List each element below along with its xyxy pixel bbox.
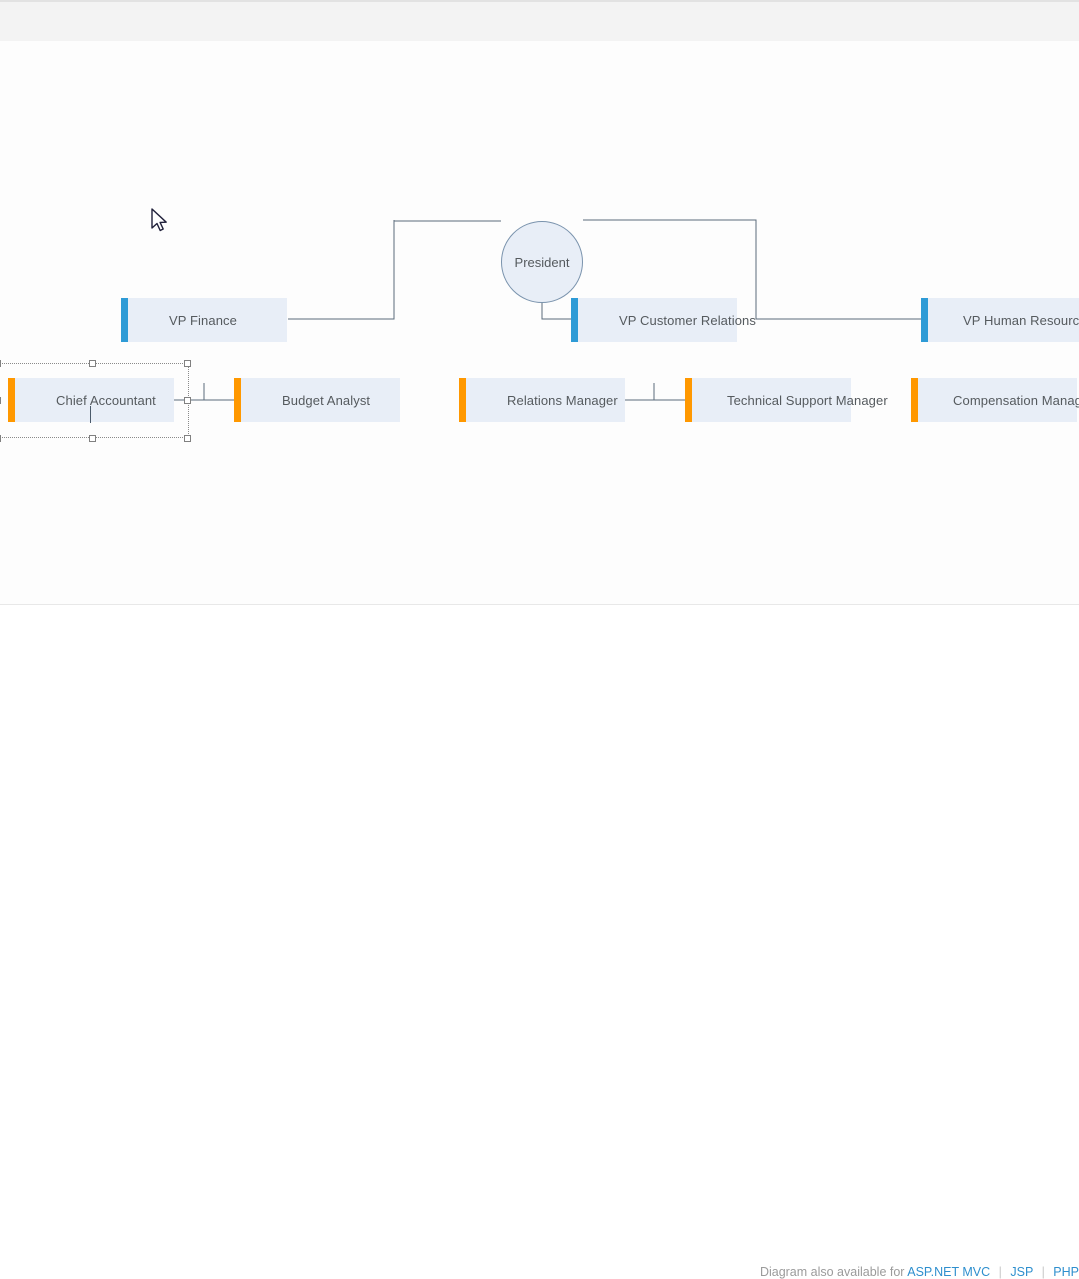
node-label: Relations Manager — [507, 392, 618, 408]
footer-area: Diagram also available for ASP.NET MVC |… — [0, 605, 1079, 1279]
footer-separator: | — [998, 1265, 1002, 1279]
footer-separator: | — [1041, 1265, 1045, 1279]
resize-handle-middle-right[interactable] — [184, 397, 191, 404]
node-compensation-manager[interactable]: Compensation Manager — [911, 378, 1079, 422]
top-toolbar — [0, 0, 1079, 41]
node-vp-human-resources[interactable]: VP Human Resources — [921, 298, 1079, 342]
accent-bar-blue — [921, 298, 928, 342]
node-vp-finance[interactable]: VP Finance — [121, 298, 287, 342]
accent-bar-blue — [121, 298, 128, 342]
node-label: President — [514, 254, 570, 270]
resize-handle-bottom-center[interactable] — [89, 435, 96, 442]
node-relations-manager[interactable]: Relations Manager — [459, 378, 625, 422]
resize-handle-bottom-left[interactable] — [0, 435, 1, 442]
resize-handle-top-left[interactable] — [0, 360, 1, 367]
node-label: VP Human Resources — [963, 312, 1079, 328]
footer-divider — [0, 604, 1079, 605]
node-chief-accountant[interactable]: Chief Accountant — [8, 378, 174, 422]
footer-note: Diagram also available for ASP.NET MVC |… — [760, 1265, 1079, 1279]
accent-bar-orange — [459, 378, 466, 422]
link-aspnet-mvc[interactable]: ASP.NET MVC — [907, 1265, 991, 1279]
node-president[interactable]: President — [501, 221, 583, 303]
node-vp-customer-relations[interactable]: VP Customer Relations — [571, 298, 756, 342]
node-label: VP Finance — [169, 312, 237, 328]
edge-president-vp-hr — [583, 219, 921, 320]
accent-bar-orange — [911, 378, 918, 422]
node-label: Technical Support Manager — [727, 392, 888, 408]
node-label: VP Customer Relations — [619, 312, 756, 328]
edge-president-vp-finance-b — [288, 220, 395, 320]
node-technical-support-manager[interactable]: Technical Support Manager — [685, 378, 888, 422]
accent-bar-orange — [234, 378, 241, 422]
footer-note-text: Diagram also available for — [759, 1265, 905, 1279]
node-label: Budget Analyst — [282, 392, 371, 408]
selection-rectangle — [0, 360, 191, 442]
link-jsp[interactable]: JSP — [1010, 1265, 1034, 1279]
resize-handle-middle-left[interactable] — [0, 397, 1, 404]
resize-handle-bottom-right[interactable] — [184, 435, 191, 442]
accent-bar-orange — [8, 378, 15, 422]
accent-bar-orange — [685, 378, 692, 422]
link-php[interactable]: PHP — [1053, 1265, 1079, 1279]
resize-handle-top-right[interactable] — [184, 360, 191, 367]
node-label: Chief Accountant — [56, 392, 156, 408]
accent-bar-blue — [571, 298, 578, 342]
edge-president-vp-finance — [393, 220, 501, 301]
text-edit-caret — [90, 406, 91, 423]
diagram-canvas[interactable]: President VP Finance VP Customer Relatio… — [0, 41, 1079, 604]
resize-handle-top-center[interactable] — [89, 360, 96, 367]
node-label: Compensation Manager — [953, 392, 1079, 408]
node-budget-analyst[interactable]: Budget Analyst — [234, 378, 400, 422]
